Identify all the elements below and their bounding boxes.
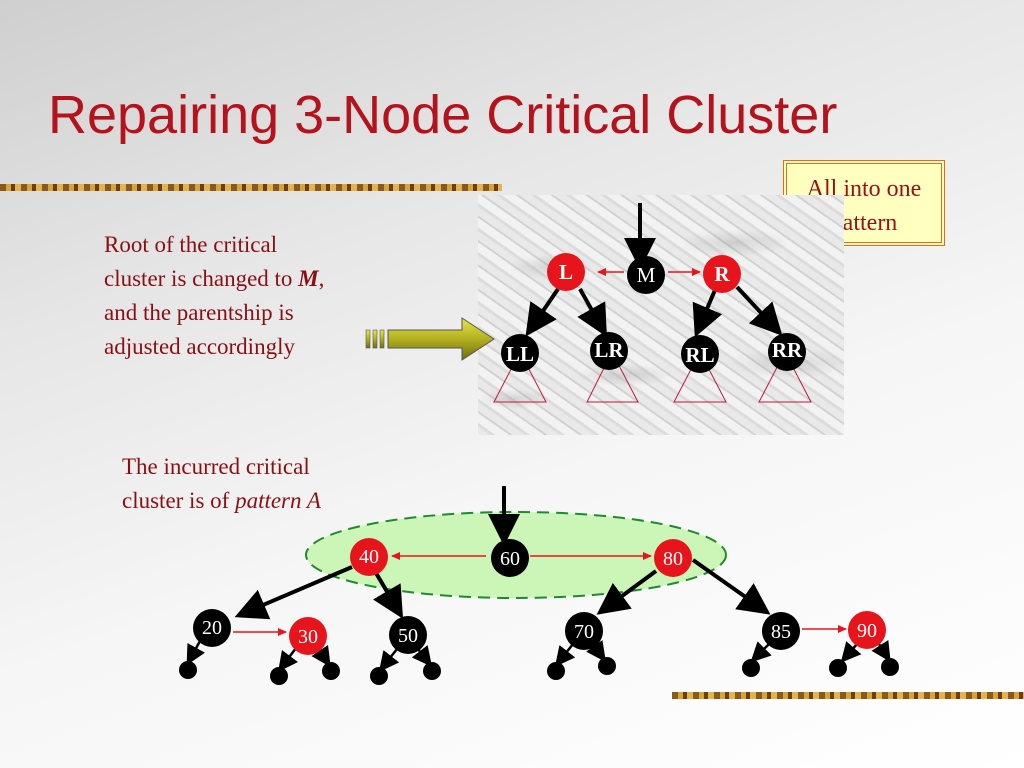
- node-rr-label: RR: [772, 338, 803, 362]
- node-85-label: 85: [771, 621, 791, 643]
- edge-40-20: [234, 565, 353, 620]
- example-tree: 40 60 80 20 30 50 70 85 90: [179, 486, 899, 685]
- node-40-label: 40: [359, 546, 379, 568]
- node-70: [565, 612, 603, 650]
- node-m-label: M: [637, 263, 656, 287]
- edge-70-leaf-left: [554, 643, 576, 667]
- subtree-rl-triangle: [673, 350, 727, 403]
- edge-20-leaf: [186, 640, 205, 666]
- node-40: [350, 538, 388, 576]
- decorative-rule-bottom: [672, 692, 1024, 699]
- description-line-2-tail: ,: [318, 266, 325, 291]
- pattern-tree: L M R LL LR RL RR: [493, 203, 812, 403]
- edge-r-rr: [735, 285, 783, 336]
- description-line-4: adjusted accordingly: [104, 334, 295, 359]
- node-rl-label: RL: [685, 343, 714, 367]
- nil-leaf: [598, 657, 616, 675]
- node-r-label: R: [714, 262, 730, 286]
- node-70-label: 70: [574, 621, 594, 643]
- decorative-rule-top: [0, 184, 502, 191]
- incurred-line-2: cluster is of pattern A: [122, 484, 321, 518]
- node-m: [627, 256, 665, 294]
- edge-r-rl: [692, 289, 723, 338]
- node-lr-label: LR: [594, 338, 624, 362]
- node-60: [491, 539, 529, 577]
- node-30: [289, 617, 327, 655]
- node-60-label: 60: [500, 548, 520, 570]
- node-50: [389, 616, 427, 654]
- description-line-2: cluster is changed to M,: [104, 262, 324, 296]
- edge-50-leaf-right: [411, 645, 433, 667]
- node-r: [703, 255, 741, 293]
- node-80-label: 80: [663, 548, 683, 570]
- nil-leaf: [179, 661, 197, 679]
- transform-arrow-icon: [365, 317, 495, 361]
- node-90: [848, 611, 886, 649]
- node-90-label: 90: [857, 620, 877, 642]
- edge-l-lr: [577, 288, 607, 337]
- node-20: [193, 609, 231, 647]
- description-line-1: Root of the critical: [104, 232, 278, 257]
- description-line-3: and the parentship is: [104, 300, 294, 325]
- description-text: Root of the critical cluster is changed …: [104, 228, 324, 364]
- nil-leaf: [370, 667, 388, 685]
- subtree-rr-triangle: [758, 350, 812, 403]
- incurred-line-1: The incurred critical: [122, 454, 310, 479]
- incurred-emph-pattern: pattern A: [235, 488, 321, 513]
- nil-leaf: [423, 662, 441, 680]
- node-50-label: 50: [398, 625, 418, 647]
- subtree-lr-triangle: [586, 350, 639, 403]
- edge-85-leaf: [750, 641, 772, 663]
- node-l: [547, 253, 585, 291]
- node-85: [762, 612, 800, 650]
- incurred-text: The incurred critical cluster is of patt…: [122, 450, 321, 518]
- edge-80-85: [691, 558, 771, 615]
- edge-50-leaf-left: [378, 648, 400, 672]
- subtree-ll-triangle: [493, 350, 547, 403]
- nil-leaf: [742, 659, 760, 677]
- edge-l-ll: [525, 287, 560, 337]
- node-20-label: 20: [202, 617, 222, 639]
- node-ll-label: LL: [506, 342, 534, 366]
- node-rr: [768, 333, 806, 371]
- edge-30-leaf-left: [278, 647, 298, 672]
- node-ll: [501, 334, 539, 372]
- nil-leaf: [829, 659, 847, 677]
- node-rl: [681, 335, 719, 373]
- node-30-label: 30: [298, 626, 318, 648]
- incurred-line-2-text: cluster is of: [122, 488, 236, 513]
- description-line-2-text: cluster is changed to: [104, 266, 299, 291]
- node-lr: [590, 332, 628, 370]
- edge-90-leaf-left: [840, 641, 862, 663]
- node-80: [654, 539, 692, 577]
- slide-title: Repairing 3-Node Critical Cluster: [48, 85, 838, 145]
- node-l-label: L: [559, 260, 573, 284]
- nil-leaf: [270, 667, 288, 685]
- nil-leaf: [547, 662, 565, 680]
- description-emph-m: M: [298, 266, 319, 291]
- edge-80-70: [596, 569, 658, 615]
- edge-40-50: [373, 571, 404, 619]
- nil-leaf: [881, 658, 899, 676]
- nil-leaf: [322, 662, 340, 680]
- edge-90-leaf-right: [871, 639, 891, 663]
